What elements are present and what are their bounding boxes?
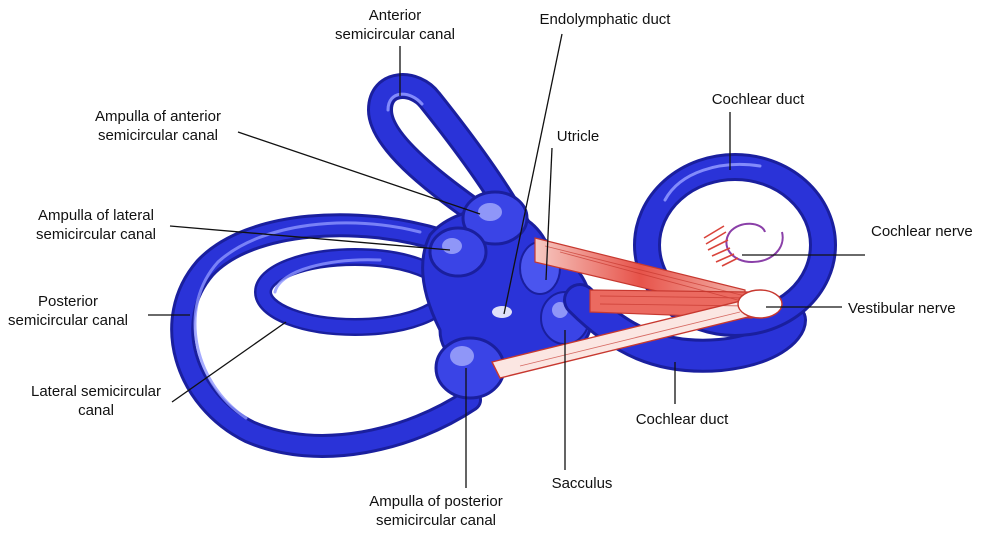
- label-endolymphatic-duct: Endolymphatic duct: [539, 11, 671, 28]
- label-utricle: Utricle: [556, 128, 600, 145]
- leader-utricle: [545, 147, 553, 281]
- label-ampulla-posterior: Ampulla of posterior semicircular canal: [369, 493, 503, 529]
- vestibular-nerve-end: [737, 289, 783, 319]
- cochlea-outer-turn-core: [636, 156, 834, 334]
- leader-lateral-canal: [171, 321, 287, 403]
- ampulla-posterior-sheen: [450, 346, 474, 366]
- label-cochlear-duct-top: Cochlear duct: [711, 91, 805, 108]
- leader-ampulla-lateral: [169, 225, 451, 251]
- nerve-striations: [519, 245, 751, 367]
- anterior-semicircular-canal-core: [369, 76, 540, 260]
- ampulla-anterior-sheen: [478, 203, 502, 221]
- label-cochlear-nerve: Cochlear nerve: [871, 223, 973, 240]
- sacculus-sheen: [552, 302, 568, 318]
- endolymphatic-duct: [492, 306, 512, 318]
- label-posterior-canal: Posterior semicircular canal: [7, 293, 129, 329]
- posterior-semicircular-canal-core: [173, 216, 479, 455]
- lateral-canal-highlight: [273, 258, 382, 294]
- ampulla-lateral-sheen: [442, 238, 462, 254]
- lateral-semicircular-canal-core: [256, 250, 454, 334]
- leader-ampulla-anterior: [237, 131, 481, 215]
- label-sacculus: Sacculus: [551, 475, 613, 492]
- cochlea-highlight: [663, 163, 762, 202]
- cochlear-connection-core: [566, 286, 804, 370]
- cochlear-nerve-fibres: [703, 225, 739, 267]
- cochlea-inner-spiral: [725, 222, 784, 264]
- label-anterior-canal: Anterior semicircular canal: [334, 7, 456, 43]
- label-vestibular-nerve: Vestibular nerve: [848, 300, 956, 317]
- leader-lines: [148, 33, 865, 488]
- label-ampulla-anterior: Ampulla of anterior semicircular canal: [95, 108, 221, 144]
- label-ampulla-lateral: Ampulla of lateral semicircular canal: [35, 207, 157, 243]
- label-cochlear-duct-bottom: Cochlear duct: [635, 411, 729, 428]
- posterior-canal-highlight: [193, 221, 422, 420]
- leader-endolymphatic-duct: [503, 33, 563, 315]
- label-lateral-canal: Lateral semicircular canal: [30, 383, 162, 419]
- ampulla-posterior: [434, 336, 506, 400]
